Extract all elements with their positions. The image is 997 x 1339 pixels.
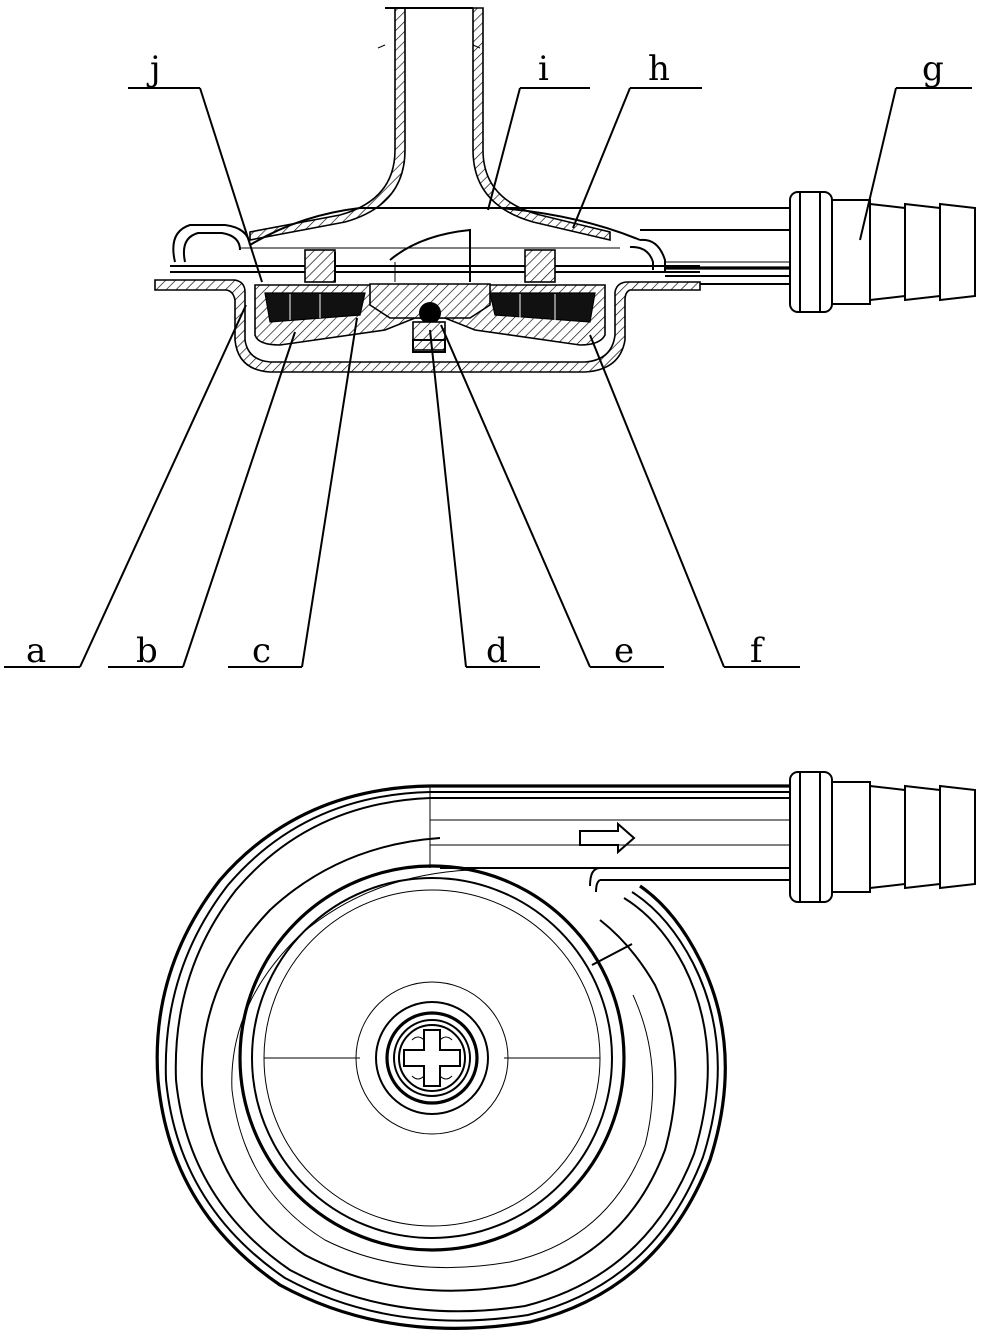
plan-hose-fitting [789, 771, 976, 903]
hose-fitting [789, 191, 976, 313]
label-b: b [136, 631, 158, 671]
label-e: e [614, 631, 634, 671]
label-i: i [538, 49, 549, 89]
lower-casing [154, 279, 701, 373]
label-d: d [486, 631, 508, 671]
hub-and-shaft [369, 283, 491, 353]
impeller-disc [238, 864, 626, 1252]
outlet-tube [429, 784, 790, 893]
label-c: c [252, 631, 271, 671]
leader-lines [4, 87, 972, 668]
impeller-vanes [240, 228, 620, 283]
label-h: h [648, 49, 670, 89]
ball-bearing [419, 302, 441, 324]
label-f: f [750, 631, 765, 671]
label-a: a [26, 631, 46, 671]
label-g: g [922, 49, 944, 89]
plan-view [155, 771, 976, 1330]
flow-arrow-icon [579, 821, 636, 855]
cross-hub-icon [403, 1029, 461, 1087]
label-j: j [146, 49, 161, 89]
section-view: j i h g a b c d e f [4, 7, 976, 671]
outlet-channel [500, 207, 790, 285]
inlet-pipe [249, 7, 611, 242]
